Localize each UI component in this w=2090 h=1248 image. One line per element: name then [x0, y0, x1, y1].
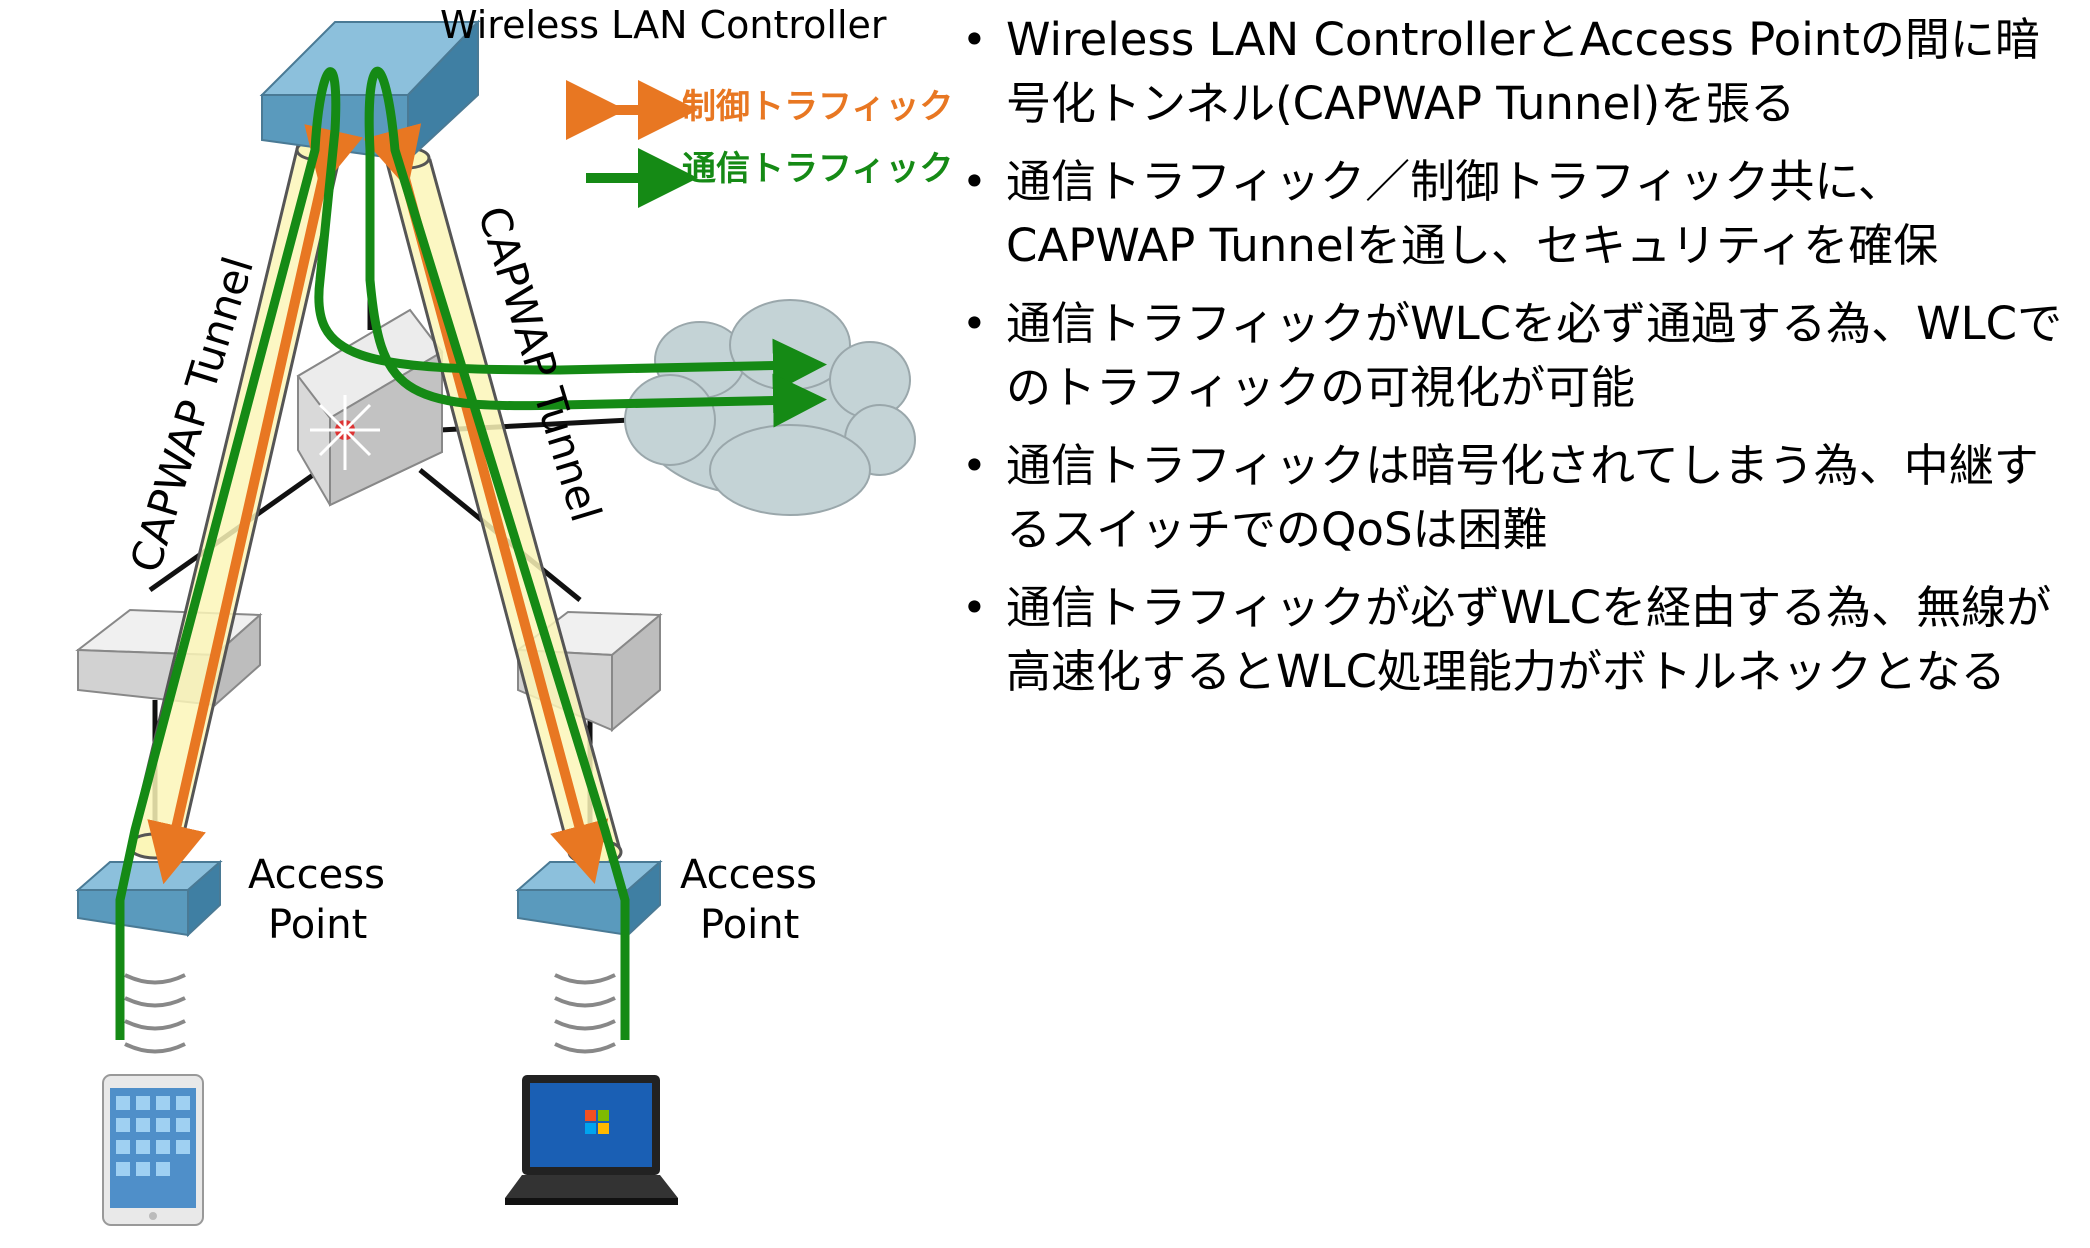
- access-point-right: [515, 859, 663, 938]
- controller-label: Wireless LAN Controller: [440, 3, 887, 47]
- data-traffic-laptop: [364, 66, 827, 1040]
- ap-label-left-line1: Access: [248, 852, 385, 898]
- capwap-tunnels: [127, 138, 623, 866]
- ap-label-left-line2: Point: [268, 902, 367, 948]
- wireless-signal-right: [554, 973, 616, 1054]
- access-point-left: [75, 859, 223, 938]
- bullet-item: 通信トラフィック／制御トラフィック共に、CAPWAP Tunnelを通し、セキュ…: [962, 150, 2082, 278]
- tablet-icon: [102, 1074, 204, 1226]
- laptop-icon: [505, 1075, 678, 1205]
- bullet-item: 通信トラフィックが必ずWLCを経由する為、無線が高速化するとWLC処理能力がボト…: [962, 576, 2082, 704]
- ap-label-right-line1: Access: [680, 852, 817, 898]
- bullet-item: Wireless LAN ControllerとAccess Pointの間に暗…: [962, 8, 2082, 136]
- wireless-signal-left: [124, 973, 186, 1054]
- ap-label-right-line2: Point: [700, 902, 799, 948]
- internet-cloud: [624, 299, 916, 516]
- legend-control-label: 制御トラフィック: [682, 87, 953, 127]
- bullet-list: Wireless LAN ControllerとAccess Pointの間に暗…: [962, 0, 2082, 704]
- legend-data-label: 通信トラフィック: [682, 149, 953, 189]
- core-switch: [296, 308, 444, 507]
- bullet-item: 通信トラフィックは暗号化されてしまう為、中継するスイッチでのQoSは困難: [962, 434, 2082, 562]
- bullet-item: 通信トラフィックがWLCを必ず通過する為、WLCでのトラフィックの可視化が可能: [962, 292, 2082, 420]
- data-traffic-tablet: [115, 67, 827, 1040]
- control-traffic-left: [147, 124, 363, 885]
